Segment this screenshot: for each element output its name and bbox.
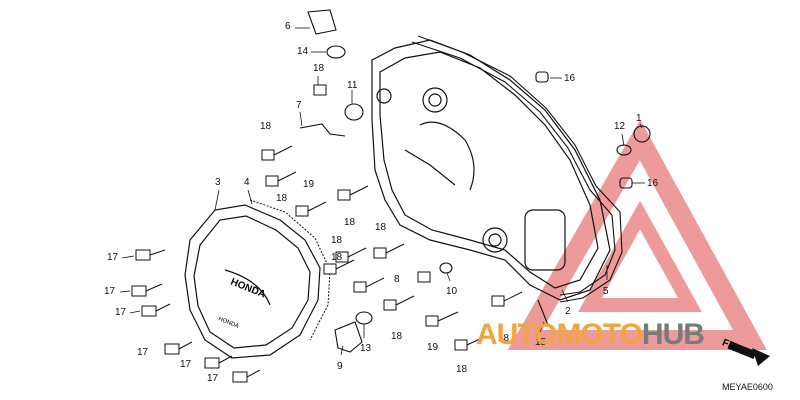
oil-seal-11 xyxy=(344,103,364,121)
collar-1 xyxy=(633,125,651,143)
clutch-cover-gasket xyxy=(249,199,331,341)
part-label-p17c: 17 xyxy=(115,307,127,318)
watermark-part-a: AUTOMOTO xyxy=(476,318,643,351)
watermark-triangle xyxy=(507,119,767,350)
o-ring-14 xyxy=(326,45,346,59)
part-label-p17e: 17 xyxy=(180,359,192,370)
part-label-p15: 15 xyxy=(535,337,547,348)
part-label-p7: 7 xyxy=(296,100,302,111)
part-label-p3: 3 xyxy=(215,177,221,188)
dowel-pin-16a xyxy=(535,71,549,83)
part-label-p12: 12 xyxy=(614,121,626,132)
part-label-p19b: 19 xyxy=(427,342,439,353)
part-label-p18f: 18 xyxy=(331,252,343,263)
part-label-p18d: 18 xyxy=(344,217,356,228)
part-label-p4: 4 xyxy=(244,177,250,188)
part-label-p18c: 18 xyxy=(276,193,288,204)
part-label-p16a: 16 xyxy=(564,73,576,84)
part-label-p18i: 18 xyxy=(498,333,510,344)
part-label-p17a: 17 xyxy=(107,252,119,263)
bolts xyxy=(131,84,523,383)
part-label-p13: 13 xyxy=(360,343,372,354)
part-label-p11: 11 xyxy=(347,80,358,91)
plug-9 xyxy=(334,321,363,353)
part-label-p14: 14 xyxy=(297,46,309,57)
watermark-part-b: HUB xyxy=(641,318,705,351)
gasket xyxy=(411,41,616,296)
part-label-p18e: 18 xyxy=(331,235,343,246)
part-label-p18j: 18 xyxy=(456,364,468,375)
part-label-p17b: 17 xyxy=(104,286,116,297)
part-label-p2: 2 xyxy=(565,306,571,317)
part-label-p9: 9 xyxy=(337,361,343,372)
part-label-p1: 1 xyxy=(636,113,642,124)
part-label-p17d: 17 xyxy=(137,347,149,358)
part-label-p18b: 18 xyxy=(260,121,272,132)
washer-10 xyxy=(439,262,453,274)
o-ring-13 xyxy=(355,311,373,325)
part-label-p10: 10 xyxy=(446,286,458,297)
part-label-p18g: 18 xyxy=(375,222,387,233)
pipe-15 xyxy=(537,299,549,326)
part-label-p19a: 19 xyxy=(303,179,315,190)
cover-sub-text: HONDA xyxy=(217,316,239,330)
oil-filler-cap xyxy=(307,9,337,35)
diagram-code: MEYAE0600 xyxy=(722,382,773,392)
part-label-p18a: 18 xyxy=(313,63,325,74)
part-label-p16b: 16 xyxy=(647,178,659,189)
watermark-text: AUTOMOTOHUB xyxy=(476,318,705,352)
part-label-p6: 6 xyxy=(285,21,291,32)
bracket-7 xyxy=(299,123,346,137)
part-label-p17f: 17 xyxy=(207,373,219,384)
clutch-cover xyxy=(184,204,321,359)
part-label-p18h: 18 xyxy=(391,331,403,342)
part-label-p8: 8 xyxy=(394,274,400,285)
part-label-p5: 5 xyxy=(603,286,609,297)
direction-arrow xyxy=(727,341,770,366)
leader-lines xyxy=(119,27,645,356)
